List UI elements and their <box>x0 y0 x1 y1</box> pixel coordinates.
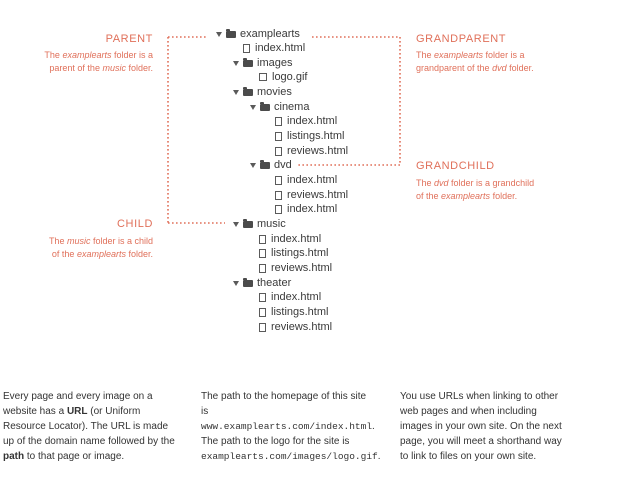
tree-folder-music[interactable]: music <box>233 217 286 231</box>
file-icon <box>275 116 282 126</box>
tree-file[interactable]: index.html <box>275 202 337 216</box>
tree-label: cinema <box>274 101 310 113</box>
tree-label: movies <box>257 86 292 98</box>
tree-label: index.html <box>287 115 338 127</box>
tree-label: reviews.html <box>287 145 349 157</box>
tree-label: index.html <box>271 291 322 303</box>
grandparent-caption: The examplearts folder is a grandparent … <box>416 50 534 73</box>
grandchild-title: GRANDCHILD <box>416 160 495 172</box>
chevron-down-icon[interactable] <box>233 221 239 227</box>
folder-icon <box>260 159 270 169</box>
tree-file[interactable]: index.html <box>275 173 337 187</box>
tree-file[interactable]: index.html <box>259 290 321 304</box>
chevron-down-icon[interactable] <box>250 162 256 168</box>
tree-label: listings.html <box>271 247 329 259</box>
paragraph-url-usage: You use URLs when linking to other web p… <box>400 391 562 462</box>
file-icon <box>259 248 266 258</box>
chevron-down-icon[interactable] <box>233 89 239 95</box>
tree-label: logo.gif <box>272 71 308 83</box>
tree-label: theater <box>257 277 292 289</box>
tree-label: reviews.html <box>271 262 333 274</box>
tree-folder-images[interactable]: images <box>233 56 292 70</box>
tree-label: index.html <box>287 203 338 215</box>
tree-label: listings.html <box>271 306 329 318</box>
tree-folder-theater[interactable]: theater <box>233 276 291 290</box>
grandparent-connector <box>298 36 401 166</box>
file-icon <box>259 322 266 332</box>
child-title: CHILD <box>116 218 153 230</box>
grandparent-title: GRANDPARENT <box>416 33 507 45</box>
tree-label: index.html <box>287 174 338 186</box>
file-icon <box>243 43 250 53</box>
paragraph-url-definition: Every page and every image on a website … <box>3 391 175 462</box>
tree-label: images <box>257 57 293 69</box>
tree-file[interactable]: reviews.html <box>275 188 348 202</box>
paragraph-path-example: The path to the homepage of this site is… <box>201 391 381 462</box>
file-icon <box>259 234 266 244</box>
tree-file[interactable]: reviews.html <box>275 144 348 158</box>
folder-icon <box>243 277 253 287</box>
tree-file[interactable]: reviews.html <box>259 320 332 334</box>
tree-label: reviews.html <box>287 189 349 201</box>
image-file-icon <box>259 73 267 81</box>
file-icon <box>275 146 282 156</box>
child-caption: The music folder is a child of the examp… <box>48 236 153 259</box>
tree-file[interactable]: index.html <box>259 232 321 246</box>
tree-folder-examplearts[interactable]: examplearts <box>216 27 300 41</box>
tree-folder-dvd[interactable]: dvd <box>250 158 292 172</box>
file-icon <box>275 175 282 185</box>
chevron-down-icon[interactable] <box>250 104 256 110</box>
chevron-down-icon[interactable] <box>216 31 222 37</box>
file-icon <box>259 307 266 317</box>
chevron-down-icon[interactable] <box>233 60 239 66</box>
tree-label: music <box>257 218 286 230</box>
tree-label: listings.html <box>287 130 345 142</box>
folder-icon <box>243 57 253 67</box>
file-icon <box>259 263 266 273</box>
file-icon <box>275 204 282 214</box>
parent-caption: The examplearts folder is a parent of th… <box>44 50 153 73</box>
folder-icon <box>243 86 253 96</box>
tree-file[interactable]: index.html <box>243 41 305 55</box>
tree-label: dvd <box>274 159 292 171</box>
tree-file[interactable]: listings.html <box>275 129 344 143</box>
tree-file[interactable]: index.html <box>275 114 337 128</box>
tree-label: reviews.html <box>271 321 333 333</box>
file-icon <box>259 292 266 302</box>
tree-file[interactable]: logo.gif <box>259 70 307 84</box>
tree-file[interactable]: listings.html <box>259 305 328 319</box>
tree-file[interactable]: listings.html <box>259 246 328 260</box>
tree-folder-cinema[interactable]: cinema <box>250 100 309 114</box>
file-icon <box>275 131 282 141</box>
tree-label: examplearts <box>240 28 300 40</box>
tree-folder-movies[interactable]: movies <box>233 85 292 99</box>
folder-icon <box>260 101 270 111</box>
folder-icon <box>226 28 236 38</box>
parent-title: PARENT <box>105 33 153 45</box>
tree-label: index.html <box>271 233 322 245</box>
grandchild-caption: The dvd folder is a grandchild of the ex… <box>416 178 535 201</box>
file-icon <box>275 190 282 200</box>
tree-file[interactable]: reviews.html <box>259 261 332 275</box>
folder-icon <box>243 218 253 228</box>
parent-child-connector <box>167 36 225 224</box>
tree-label: index.html <box>255 42 306 54</box>
chevron-down-icon[interactable] <box>233 280 239 286</box>
